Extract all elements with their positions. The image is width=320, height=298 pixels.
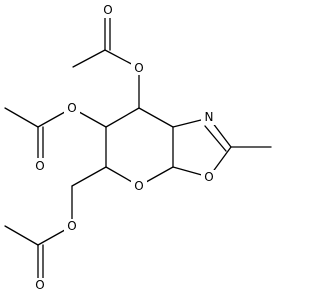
bond-ring-c7-c6 <box>105 107 140 128</box>
bonds <box>4 16 272 279</box>
atom-labels: O O O O N O O O O <box>32 3 217 293</box>
atom-o-carbonyl-top: O <box>103 3 112 17</box>
bond-mid-methyl <box>4 107 39 128</box>
atom-n-oxazoline: N <box>205 110 214 124</box>
bond-top-methyl <box>72 49 106 68</box>
bond-bottom-methyl <box>4 225 39 246</box>
atom-o-acetate-bottom: O <box>67 219 76 233</box>
chemical-structure: O O O O N O O O O <box>4 3 272 293</box>
atom-o-oxazoline: O <box>204 170 213 184</box>
bond-ring-c7-c7a <box>138 107 174 128</box>
bond-c5-ch2 <box>71 166 107 187</box>
atom-o-acetate-mid: O <box>67 101 76 115</box>
atom-o-carbonyl-mid: O <box>35 159 44 173</box>
bond-n-c2-double <box>204 125 227 152</box>
atom-o-ring: O <box>134 179 143 193</box>
atom-o-carbonyl-bottom: O <box>35 278 44 292</box>
atom-o-acetate-top: O <box>134 61 143 75</box>
